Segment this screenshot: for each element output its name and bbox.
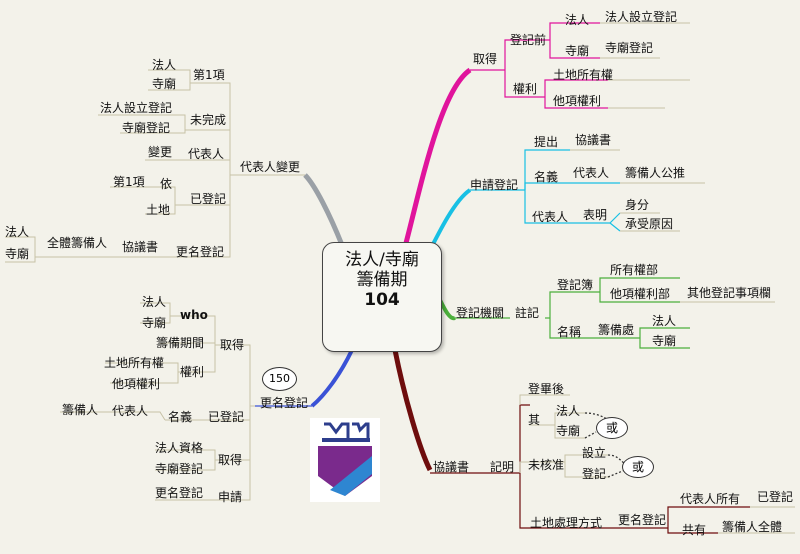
node-simiao-name: 寺廟: [652, 334, 677, 348]
node-faren-name: 法人: [652, 314, 677, 328]
node-dengbi: 登畢後: [528, 382, 565, 396]
node-gengming-x: 更名登記: [618, 513, 667, 527]
node-tudi-d: 土地: [146, 203, 171, 217]
node-simiao-d: 寺廟: [152, 77, 177, 91]
node-shenqing-g: 申請: [218, 490, 243, 504]
center-subtitle: 籌備期: [356, 270, 408, 290]
node-quanli: 權利: [513, 82, 538, 96]
node-land-ownership: 土地所有權: [553, 68, 614, 82]
node-faren-g: 法人: [142, 295, 167, 309]
node-choubeichu: 籌備處: [598, 323, 635, 337]
node-qude-g2: 取得: [218, 453, 243, 467]
node-gengming-d: 更名登記: [176, 245, 225, 259]
node-other-g: 他項權利: [112, 377, 161, 391]
node-mingcheng: 名稱: [557, 325, 582, 339]
node-shenfen: 身分: [625, 198, 650, 212]
center-title: 法人/寺廟: [345, 250, 419, 270]
node-all-preparers: 籌備人全體: [722, 520, 783, 534]
node-land-handling: 土地處理方式: [530, 516, 603, 530]
node-yidengji-x: 已登記: [757, 490, 794, 504]
node-biaoming: 表明: [583, 208, 608, 222]
node-first-item: 第1項: [193, 68, 225, 82]
node-yidengji-d: 已登記: [190, 192, 227, 206]
branch-gengming: [310, 349, 354, 408]
node-xieyi: 協議書: [575, 133, 612, 147]
node-other-matters: 其他登記事項欄: [687, 286, 772, 300]
node-chengshou: 承受原因: [625, 217, 674, 231]
node-weiwancheng: 未完成: [190, 113, 227, 127]
node-all-preparers-d: 全體籌備人: [47, 236, 108, 250]
node-choubeiren: 籌備人: [62, 403, 99, 417]
node-weihe: 未核准: [528, 458, 565, 472]
center-number: 104: [364, 290, 400, 310]
node-faren-setup-d: 法人設立登記: [100, 101, 173, 115]
node-simiao-registration: 寺廟登記: [605, 41, 654, 55]
branch-daibiao: [303, 173, 345, 246]
node-qude-g: 取得: [220, 338, 245, 352]
node-daibiao-2: 代表人: [532, 210, 569, 224]
node-gengming-g2: 更名登記: [155, 486, 204, 500]
node-choubei-gongtui: 籌備人公推: [625, 166, 686, 180]
branch-qude: [402, 67, 472, 248]
node-faren-x: 法人: [556, 404, 581, 418]
node-faren: 法人: [565, 13, 590, 27]
node-xieyishu: 協議書: [433, 460, 470, 474]
node-sheli: 設立: [582, 446, 607, 460]
node-simiao-x: 寺廟: [556, 424, 581, 438]
node-daibiao-d: 代表人: [188, 147, 225, 161]
branch-xieyishu: [392, 349, 433, 472]
node-daibiao: 代表人: [573, 166, 610, 180]
node-faren-setup: 法人設立登記: [605, 10, 678, 24]
node-simiao-g: 寺廟: [142, 316, 167, 330]
emblem-logo: [310, 418, 380, 502]
node-simiao: 寺廟: [565, 44, 590, 58]
node-mingyi-g: 名義: [168, 410, 193, 424]
node-faren-d2: 法人: [5, 225, 30, 239]
node-faren-d: 法人: [152, 58, 177, 72]
node-simiao-reg-g: 寺廟登記: [155, 462, 204, 476]
node-other-rights: 他項權利: [553, 94, 602, 108]
or-bubble-1: 或: [596, 417, 628, 439]
node-yidengji-g: 已登記: [208, 410, 245, 424]
node-daibiaobiangeng: 代表人變更: [240, 160, 301, 174]
node-simiao-d2: 寺廟: [5, 247, 30, 261]
node-before-registration: 登記前: [510, 33, 547, 47]
node-register-book: 登記簿: [557, 278, 594, 292]
node-daibiao-g: 代表人: [112, 404, 149, 418]
node-shenqing: 申請登記: [470, 178, 519, 192]
node-land-g: 土地所有權: [104, 356, 165, 370]
node-qude: 取得: [473, 52, 498, 66]
node-first-item-2: 第1項: [113, 175, 145, 189]
node-faren-qualification: 法人資格: [155, 441, 204, 455]
badge-150: 150: [262, 367, 297, 391]
node-rep-owned: 代表人所有: [680, 492, 741, 506]
node-jiming: 記明: [490, 460, 515, 474]
or-bubble-2: 或: [622, 456, 654, 478]
node-other-rights-section: 他項權利部: [610, 287, 671, 301]
node-gongyou: 共有: [682, 523, 707, 537]
node-qi: 其: [528, 413, 541, 427]
node-quanli-g: 權利: [180, 365, 205, 379]
node-simiao-reg-d: 寺廟登記: [122, 121, 171, 135]
node-biangeng: 變更: [148, 145, 173, 159]
node-who: who: [180, 308, 208, 322]
center-node: 法人/寺廟 籌備期 104: [322, 242, 442, 352]
node-gengming: 更名登記: [260, 396, 309, 410]
node-dengji: 登記: [582, 467, 607, 481]
branch-jiguan: [438, 299, 456, 321]
node-ownership-section: 所有權部: [610, 263, 659, 277]
node-xieyishu-d: 協議書: [122, 240, 159, 254]
node-mingyi: 名義: [534, 170, 559, 184]
node-yi: 依: [160, 177, 173, 191]
node-zhuji: 註記: [515, 306, 540, 320]
node-jiguan: 登記機關: [456, 306, 505, 320]
node-tichu: 提出: [534, 135, 559, 149]
node-choubeiqijian: 籌備期間: [156, 336, 205, 350]
